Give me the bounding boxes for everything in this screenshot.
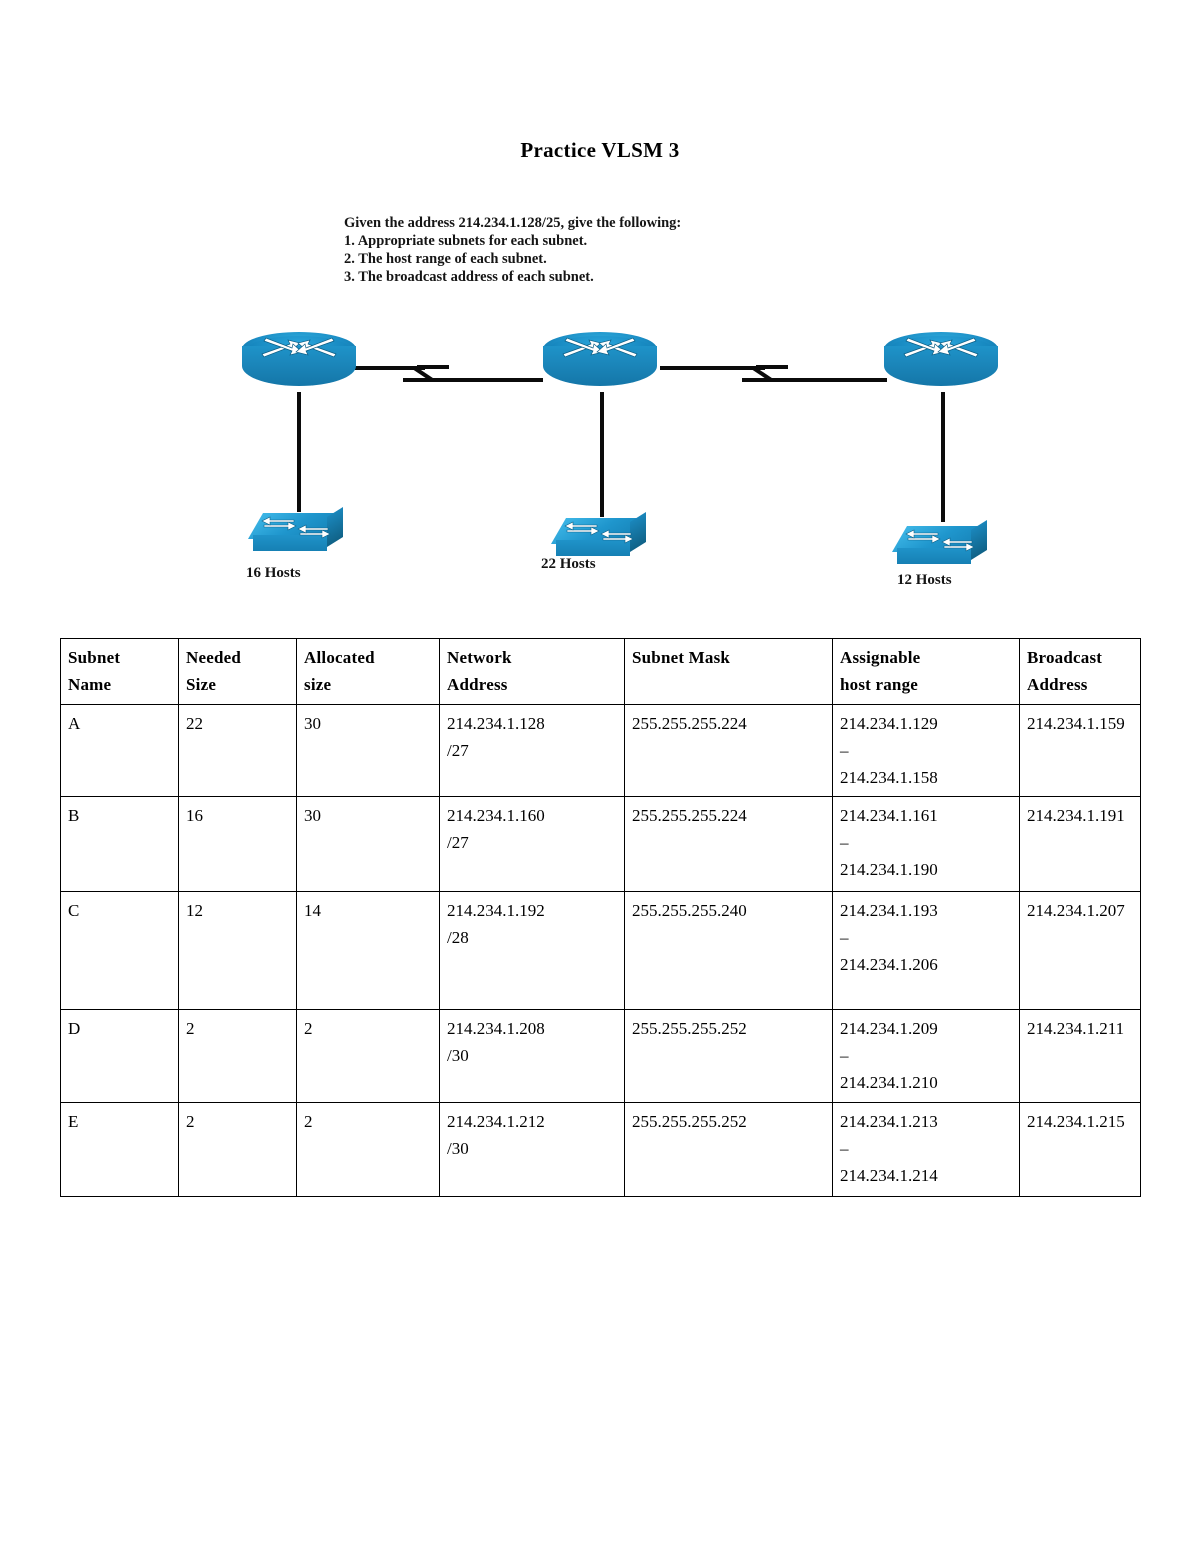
cell-broadcast-address: 214.234.1.159 [1019,704,1141,797]
cell-subnet-name: B [60,796,179,892]
assignment-prompt: Given the address 214.234.1.128/25, give… [344,214,984,286]
cell-allocated-size: 30 [296,796,440,892]
switch-arrows-icon [564,521,634,544]
router-arrows-icon [261,337,337,358]
cell-assignable-host-range: 214.234.1.161 – 214.234.1.190 [832,796,1020,892]
link-left-router-to-center-router [355,366,425,370]
cell-subnet-mask: 255.255.255.224 [624,796,833,892]
link-left-router-to-switch [297,392,301,512]
cell-network-address: 214.234.1.208 /30 [439,1009,625,1103]
cell-needed-size: 2 [178,1102,297,1197]
cell-assignable-host-range: 214.234.1.209 – 214.234.1.210 [832,1009,1020,1103]
column-header-network-address: Network Address [439,638,625,705]
cell-needed-size: 22 [178,704,297,797]
router-left[interactable] [242,332,356,394]
prompt-line-given: Given the address 214.234.1.128/25, give… [344,215,682,231]
table-row: C 12 14 214.234.1.192 /28 255.255.255.24… [60,891,1141,1010]
cell-subnet-name: E [60,1102,179,1197]
cell-assignable-host-range: 214.234.1.193 – 214.234.1.206 [832,891,1020,1010]
router-center[interactable] [543,332,657,394]
column-header-subnet-mask: Subnet Mask [624,638,833,705]
prompt-line-1: 1. Appropriate subnets for each subnet. [344,233,588,249]
cell-broadcast-address: 214.234.1.191 [1019,796,1141,892]
cell-allocated-size: 14 [296,891,440,1010]
link-center-router-to-right-router-2 [752,378,887,382]
cell-network-address: 214.234.1.160 /27 [439,796,625,892]
cell-broadcast-address: 214.234.1.207 [1019,891,1141,1010]
cell-subnet-name: A [60,704,179,797]
prompt-line-3: 3. The broadcast address of each subnet. [344,269,594,285]
table-row: E 2 2 214.234.1.212 /30 255.255.255.252 … [60,1102,1141,1197]
cell-needed-size: 16 [178,796,297,892]
column-header-needed-size: Needed Size [178,638,297,705]
cell-assignable-host-range: 214.234.1.213 – 214.234.1.214 [832,1102,1020,1197]
link-center-router-to-right-router [660,366,765,370]
router-arrows-icon [903,337,979,358]
switch-right-front [897,548,971,564]
cell-allocated-size: 2 [296,1102,440,1197]
cell-broadcast-address: 214.234.1.211 [1019,1009,1141,1103]
cell-network-address: 214.234.1.212 /30 [439,1102,625,1197]
host-label-right: 12 Hosts [897,572,952,588]
cell-needed-size: 2 [178,1009,297,1103]
table-header-row: Subnet Name Needed Size Allocated size N… [60,638,1141,705]
switch-right[interactable] [892,518,987,570]
switch-center-front [556,540,630,556]
serial-link-right-icon [742,363,788,385]
cell-network-address: 214.234.1.192 /28 [439,891,625,1010]
switch-center[interactable] [551,510,646,562]
column-header-broadcast-address: Broadcast Address [1019,638,1141,705]
cell-allocated-size: 2 [296,1009,440,1103]
switch-arrows-icon [905,529,975,552]
cell-subnet-name: D [60,1009,179,1103]
host-label-center: 22 Hosts [541,556,596,572]
host-label-left: 16 Hosts [246,565,301,581]
link-center-router-to-switch [600,392,604,517]
cell-needed-size: 12 [178,891,297,1010]
serial-link-left-icon [403,363,449,385]
column-header-assignable-host-range: Assignable host range [832,638,1020,705]
cell-subnet-mask: 255.255.255.224 [624,704,833,797]
cell-subnet-mask: 255.255.255.252 [624,1009,833,1103]
prompt-line-2: 2. The host range of each subnet. [344,251,547,267]
cell-assignable-host-range: 214.234.1.129 – 214.234.1.158 [832,704,1020,797]
cell-broadcast-address: 214.234.1.215 [1019,1102,1141,1197]
switch-left[interactable] [248,505,343,557]
column-header-allocated-size: Allocated size [296,638,440,705]
cell-network-address: 214.234.1.128 /27 [439,704,625,797]
column-header-subnet-name: Subnet Name [60,638,179,705]
cell-subnet-mask: 255.255.255.240 [624,891,833,1010]
table-row: B 16 30 214.234.1.160 /27 255.255.255.22… [60,796,1141,892]
table-row: A 22 30 214.234.1.128 /27 255.255.255.22… [60,704,1141,797]
switch-left-front [253,535,327,551]
table-row: D 2 2 214.234.1.208 /30 255.255.255.252 … [60,1009,1141,1103]
cell-subnet-name: C [60,891,179,1010]
router-arrows-icon [562,337,638,358]
cell-subnet-mask: 255.255.255.252 [624,1102,833,1197]
link-right-router-to-switch [941,392,945,522]
vlsm-subnet-table: Subnet Name Needed Size Allocated size N… [60,638,1141,1197]
switch-arrows-icon [261,516,331,539]
cell-allocated-size: 30 [296,704,440,797]
router-right[interactable] [884,332,998,394]
page-title: Practice VLSM 3 [520,138,680,162]
network-topology-diagram: 16 Hosts 22 Hosts 12 Hosts [0,300,1200,620]
link-left-router-to-center-router-2 [418,378,543,382]
